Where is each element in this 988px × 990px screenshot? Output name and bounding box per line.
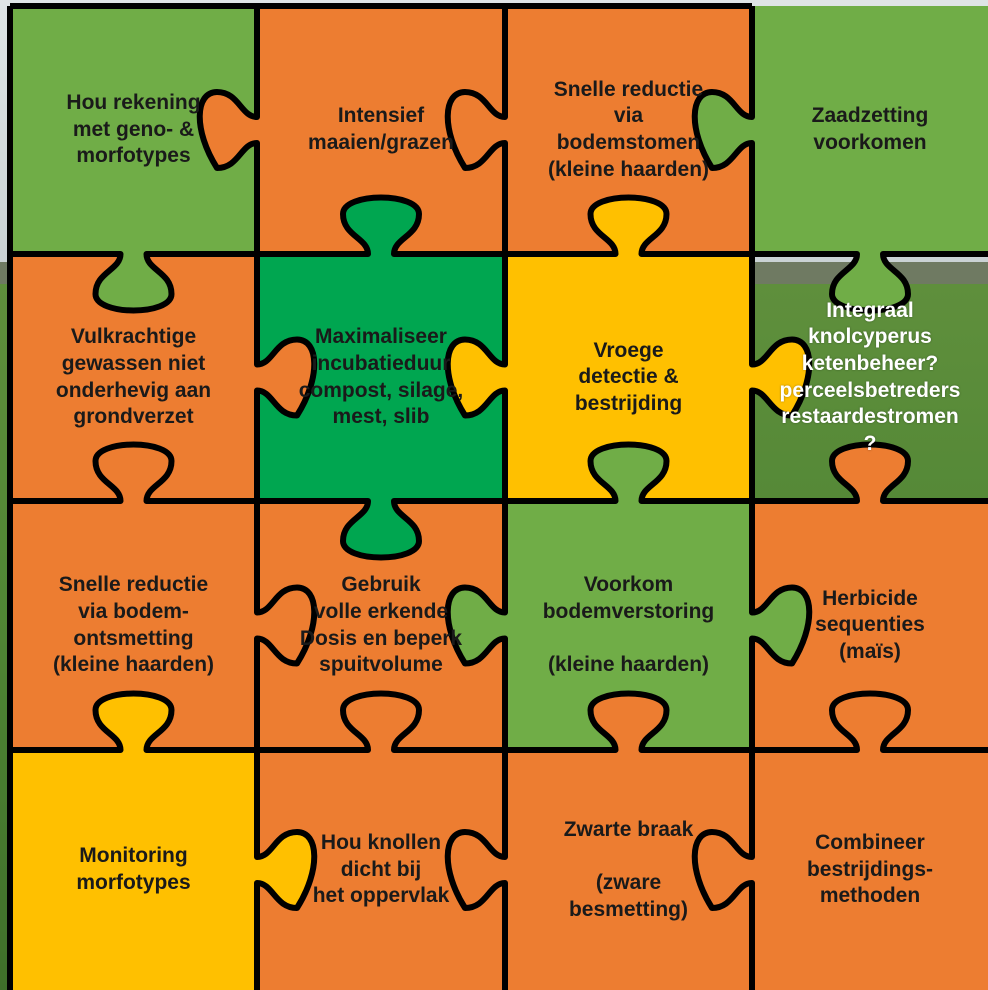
piece-label-p22: Voorkom bodemverstoring (kleine haarden)	[542, 573, 715, 677]
puzzle-seam-vertical	[444, 254, 508, 501]
puzzle-seam-horizontal	[257, 498, 505, 561]
piece-label-p02: Snelle reductie via bodemstomen (kleine …	[547, 77, 710, 181]
piece-label-p00: Hou rekening met geno- & morfotypes	[66, 91, 201, 168]
piece-label-p01: Intensief maaien/grazen	[308, 104, 454, 154]
puzzle-seam-horizontal	[10, 251, 257, 314]
puzzle-seam-horizontal	[505, 194, 752, 257]
piece-label-p20: Snelle reductie via bodem- ontsmetting (…	[52, 573, 215, 677]
piece-label-p33: Combineer bestrijdings- methoden	[806, 831, 933, 908]
puzzle-seam-vertical	[444, 6, 508, 254]
piece-label-p10: Vulkrachtige gewassen niet onderhevig aa…	[55, 325, 212, 429]
puzzle-piece-p33	[752, 750, 988, 990]
puzzle-seam-horizontal	[752, 690, 988, 753]
puzzle-seam-vertical	[691, 6, 755, 254]
piece-label-p03: Zaadzetting voorkomen	[811, 104, 929, 154]
piece-label-p13: Integraal knolcyperus ketenbeheer? perce…	[779, 298, 961, 455]
puzzle-seam-horizontal	[752, 441, 988, 504]
puzzle-seam-horizontal	[10, 441, 257, 504]
puzzle-seam-horizontal	[505, 441, 752, 504]
puzzle-seam-horizontal	[505, 690, 752, 753]
puzzle-seam-vertical	[749, 254, 813, 501]
puzzle-seam-horizontal	[257, 690, 505, 753]
puzzle-seam-vertical	[254, 501, 318, 750]
puzzle-piece-p03	[752, 6, 988, 254]
piece-label-p11: Maximaliseer incubatieduur compost, sila…	[298, 325, 464, 429]
piece-label-p31: Hou knollen dicht bij het oppervlak	[312, 831, 450, 908]
puzzle-seam-vertical	[196, 6, 260, 254]
piece-label-p23: Herbicide sequenties (maïs)	[815, 586, 925, 663]
puzzle-seam-vertical	[254, 254, 318, 501]
puzzle-seam-horizontal	[10, 690, 257, 753]
puzzle-seam-vertical	[254, 750, 318, 990]
piece-label-p12: Vroege detectie & bestrijding	[574, 338, 683, 415]
puzzle-seam-vertical	[691, 750, 755, 990]
piece-label-p32: Zwarte braak (zware besmetting)	[563, 817, 694, 921]
puzzle-seam-horizontal	[752, 251, 988, 314]
piece-label-p21: Gebruik volle erkende Dosis en beperk sp…	[299, 573, 463, 677]
puzzle-seam-vertical	[444, 501, 508, 750]
puzzle-seam-horizontal	[257, 194, 505, 257]
piece-label-p30: Monitoring morfotypes	[76, 844, 191, 894]
puzzle-seam-vertical	[749, 501, 813, 750]
puzzle-seam-vertical	[444, 750, 508, 990]
puzzle-piece-p30	[10, 750, 257, 990]
